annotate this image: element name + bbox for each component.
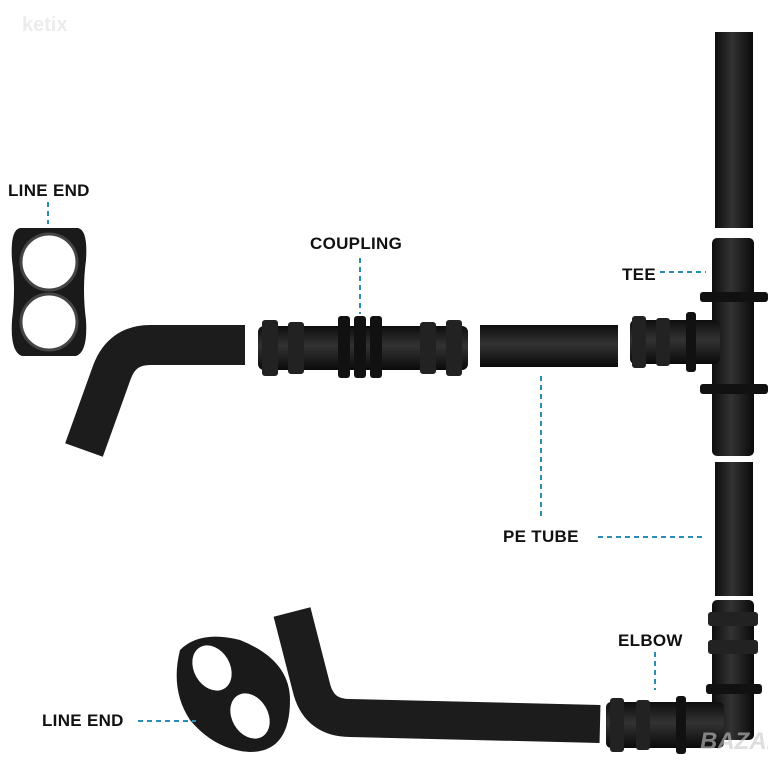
- elbow-part: [606, 600, 762, 754]
- label-coupling: COUPLING: [310, 234, 403, 253]
- coupling-part: [258, 316, 468, 378]
- label-elbow: ELBOW: [618, 631, 683, 650]
- pe-tube-horizontal: [480, 325, 618, 367]
- label-line-end-top: LINE END: [8, 181, 90, 200]
- leader-lines: [47, 202, 706, 722]
- label-line-end-bottom: LINE END: [42, 711, 124, 730]
- watermark-bazar: BAZAR: [700, 728, 768, 755]
- bent-tube-top: [65, 325, 245, 457]
- line-end-top-part: [11, 228, 87, 356]
- label-pe-tube: PE TUBE: [503, 527, 579, 546]
- label-tee: TEE: [622, 265, 656, 284]
- line-end-bottom-part: [176, 636, 290, 752]
- pe-tube-vertical-middle: [715, 462, 753, 596]
- bent-tube-bottom: [273, 607, 601, 743]
- watermark-ketix: ketix: [22, 14, 68, 36]
- pe-tube-vertical-top: [715, 32, 753, 228]
- tee-part: [630, 238, 768, 456]
